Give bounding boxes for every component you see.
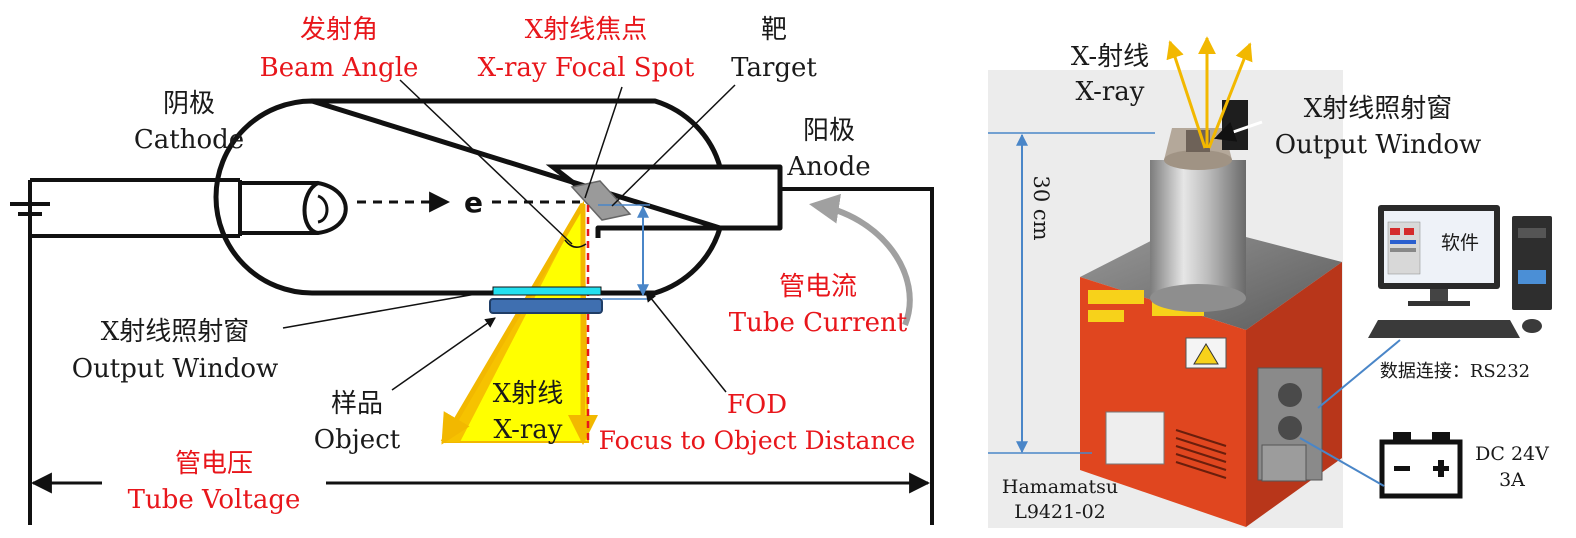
right-xray-en: X-ray <box>1076 77 1145 107</box>
xray-ray-left <box>1166 40 1207 149</box>
data-link-label: 数据连接：RS232 <box>1380 361 1530 382</box>
output-window-en: Output Window <box>72 354 279 384</box>
tube-voltage-en: Tube Voltage <box>128 485 301 515</box>
object-zh: 样品 <box>331 389 383 419</box>
tube-current-zh: 管电流 <box>779 272 857 302</box>
anode-rod <box>545 164 780 190</box>
focal-spot-leader <box>584 86 623 199</box>
cathode-en: Cathode <box>134 125 244 155</box>
target-leader <box>611 84 736 207</box>
target-en: Target <box>731 53 817 83</box>
xray-source-photo: 30 cm X-射线 X-ray X射线照射窗 Output Window 软件 <box>988 36 1552 528</box>
anode-zh: 阳极 <box>803 116 855 146</box>
focal-spot-zh: X射线焦点 <box>525 15 648 45</box>
circuit-wire <box>28 178 934 525</box>
battery-symbol <box>10 202 50 216</box>
beam-angle-en: Beam Angle <box>260 53 419 83</box>
computer-icon: 软件 <box>1368 205 1552 338</box>
window-pointer <box>1214 120 1263 142</box>
beam-angle-arc <box>564 239 587 248</box>
power-link-line <box>1299 437 1385 487</box>
model-line2: L9421-02 <box>1014 501 1106 523</box>
data-link-line <box>1317 339 1401 409</box>
xray-zh: X射线 <box>493 379 564 409</box>
output-window <box>492 286 602 296</box>
object-leader <box>391 317 496 391</box>
battery-icon <box>1379 432 1463 499</box>
object-slab <box>489 298 603 314</box>
xray-en: X-ray <box>494 415 563 445</box>
fod-leader <box>645 291 727 393</box>
fod-abbr: FOD <box>727 390 787 420</box>
object-en: Object <box>314 425 401 455</box>
cathode-zh: 阴极 <box>163 89 215 119</box>
tube-voltage-zh: 管电压 <box>175 449 253 479</box>
beam-angle-leader <box>399 79 573 245</box>
fod-en: Focus to Object Distance <box>599 426 916 455</box>
power-line1: DC 24V <box>1475 443 1549 465</box>
right-window-en: Output Window <box>1275 130 1482 160</box>
height-label: 30 cm <box>1029 175 1053 240</box>
beam-angle-zh: 发射角 <box>300 15 378 45</box>
window-leader <box>282 290 494 329</box>
right-window-zh: X射线照射窗 <box>1304 94 1453 124</box>
right-xray-zh: X-射线 <box>1071 42 1149 72</box>
output-window-zh: X射线照射窗 <box>101 317 250 347</box>
focal-spot-en: X-ray Focal Spot <box>478 53 695 83</box>
cathode-leads <box>240 181 318 235</box>
tube-current-arrow <box>809 193 913 327</box>
model-line1: Hamamatsu <box>1002 476 1118 498</box>
anode-en: Anode <box>786 152 870 182</box>
xray-source-device <box>1080 100 1342 527</box>
tube-current-en: Tube Current <box>729 308 908 338</box>
electron-label: e <box>464 186 483 219</box>
xray-tube-schematic: e 发射角 Beam Angle X射线焦点 X-ra <box>10 15 934 525</box>
software-label: 软件 <box>1441 232 1479 254</box>
power-line2: 3A <box>1499 469 1525 491</box>
filament <box>302 180 348 236</box>
tube-envelope <box>213 98 783 296</box>
target-zh: 靶 <box>761 15 787 45</box>
